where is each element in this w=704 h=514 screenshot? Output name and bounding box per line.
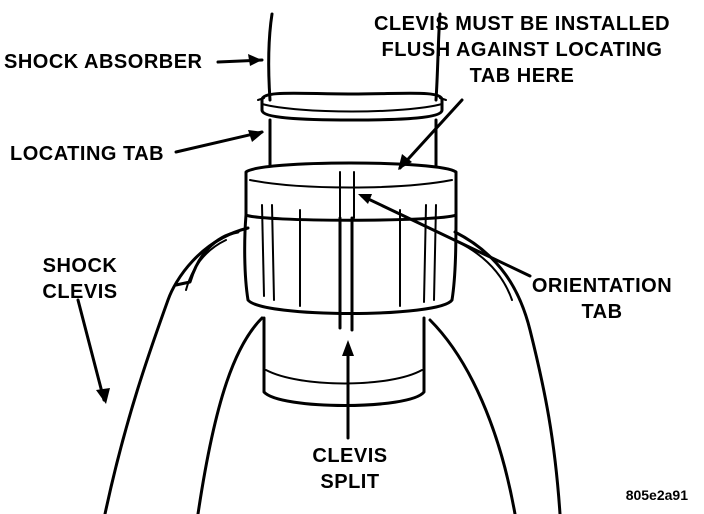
figure-id: 805e2a91 xyxy=(626,487,689,503)
shock-absorber-shaft xyxy=(267,12,442,102)
leader-arrows xyxy=(76,54,532,440)
label-shock-clevis-line2: CLEVIS xyxy=(42,281,117,303)
callout-labels: SHOCK ABSORBER CLEVIS MUST BE INSTALLED … xyxy=(4,13,688,503)
clevis-upper-band xyxy=(244,161,458,222)
label-clevis-note-line1: CLEVIS MUST BE INSTALLED xyxy=(374,13,670,35)
locating-tab-ring xyxy=(257,91,447,122)
label-clevis-note-line2: FLUSH AGAINST LOCATING xyxy=(382,39,663,61)
label-clevis-note-line3: TAB HERE xyxy=(470,65,575,87)
label-orientation-tab-line1: ORIENTATION xyxy=(532,275,672,297)
label-orientation-tab-line2: TAB xyxy=(581,301,622,323)
shock-lower-body xyxy=(268,118,438,168)
label-shock-clevis-line1: SHOCK xyxy=(43,255,118,277)
label-shock-absorber: SHOCK ABSORBER xyxy=(4,51,203,73)
clevis-main-cylinder xyxy=(243,204,458,332)
label-clevis-split-line1: CLEVIS xyxy=(312,445,387,467)
label-clevis-split-line2: SPLIT xyxy=(320,471,379,493)
label-locating-tab: LOCATING TAB xyxy=(10,143,164,165)
clevis-lower-collar xyxy=(262,316,426,407)
